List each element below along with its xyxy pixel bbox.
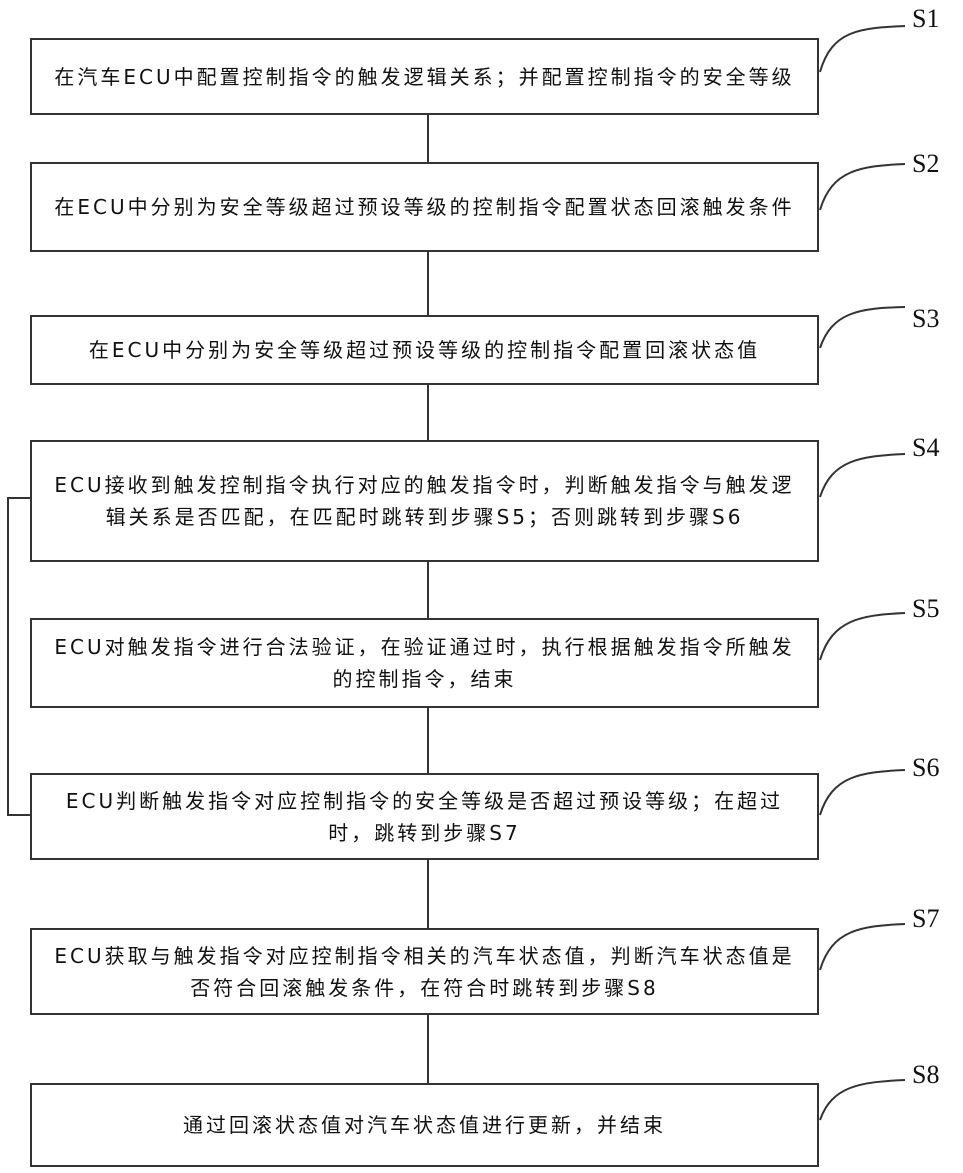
step-box-s5: ECU对触发指令进行合法验证，在验证通过时，执行根据触发指令所触发的控制指令，结… bbox=[30, 618, 819, 708]
step-box-s1: 在汽车ECU中配置控制指令的触发逻辑关系；并配置控制指令的安全等级 bbox=[30, 38, 819, 115]
step-box-s6: ECU判断触发指令对应控制指令的安全等级是否超过预设等级；在超过时，跳转到步骤S… bbox=[30, 773, 819, 860]
step-label-s6: S6 bbox=[912, 755, 939, 781]
step-box-s8: 通过回滚状态值对汽车状态值进行更新，并结束 bbox=[30, 1083, 819, 1167]
step-text-s2: 在ECU中分别为安全等级超过预设等级的控制指令配置状态回滚触发条件 bbox=[44, 191, 805, 223]
step-label-s7: S7 bbox=[912, 906, 939, 932]
step-text-s7: ECU获取与触发指令对应控制指令相关的汽车状态值，判断汽车状态值是否符合回滚触发… bbox=[44, 940, 805, 1004]
step-box-s3: 在ECU中分别为安全等级超过预设等级的控制指令配置回滚状态值 bbox=[30, 315, 819, 385]
step-text-s8: 通过回滚状态值对汽车状态值进行更新，并结束 bbox=[44, 1109, 805, 1141]
leader-curve-s7 bbox=[820, 924, 905, 970]
step-label-s5: S5 bbox=[912, 596, 939, 622]
step-label-s8: S8 bbox=[912, 1062, 939, 1088]
leader-curve-s1 bbox=[820, 26, 905, 72]
step-box-s4: ECU接收到触发控制指令执行对应的触发指令时，判断触发指令与触发逻辑关系是否匹配… bbox=[30, 440, 819, 562]
leader-curve-s6 bbox=[820, 770, 905, 815]
step-label-s3: S3 bbox=[912, 306, 939, 332]
leader-curve-s4 bbox=[820, 454, 905, 497]
step-text-s4: ECU接收到触发控制指令执行对应的触发指令时，判断触发指令与触发逻辑关系是否匹配… bbox=[44, 469, 805, 533]
step-text-s6: ECU判断触发指令对应控制指令的安全等级是否超过预设等级；在超过时，跳转到步骤S… bbox=[44, 785, 805, 849]
step-box-s2: 在ECU中分别为安全等级超过预设等级的控制指令配置状态回滚触发条件 bbox=[30, 162, 819, 252]
step-box-s7: ECU获取与触发指令对应控制指令相关的汽车状态值，判断汽车状态值是否符合回滚触发… bbox=[30, 928, 819, 1015]
leader-curve-s8 bbox=[820, 1080, 905, 1120]
step-label-s4: S4 bbox=[912, 435, 939, 461]
step-text-s1: 在汽车ECU中配置控制指令的触发逻辑关系；并配置控制指令的安全等级 bbox=[44, 61, 805, 93]
step-label-s2: S2 bbox=[912, 151, 939, 177]
branch-s4-s6 bbox=[8, 498, 30, 815]
step-label-s1: S1 bbox=[912, 6, 939, 32]
step-text-s5: ECU对触发指令进行合法验证，在验证通过时，执行根据触发指令所触发的控制指令，结… bbox=[44, 631, 805, 695]
leader-curve-s2 bbox=[820, 164, 905, 210]
step-text-s3: 在ECU中分别为安全等级超过预设等级的控制指令配置回滚状态值 bbox=[44, 334, 805, 366]
leader-curve-s5 bbox=[820, 613, 905, 660]
leader-curve-s3 bbox=[820, 307, 905, 348]
